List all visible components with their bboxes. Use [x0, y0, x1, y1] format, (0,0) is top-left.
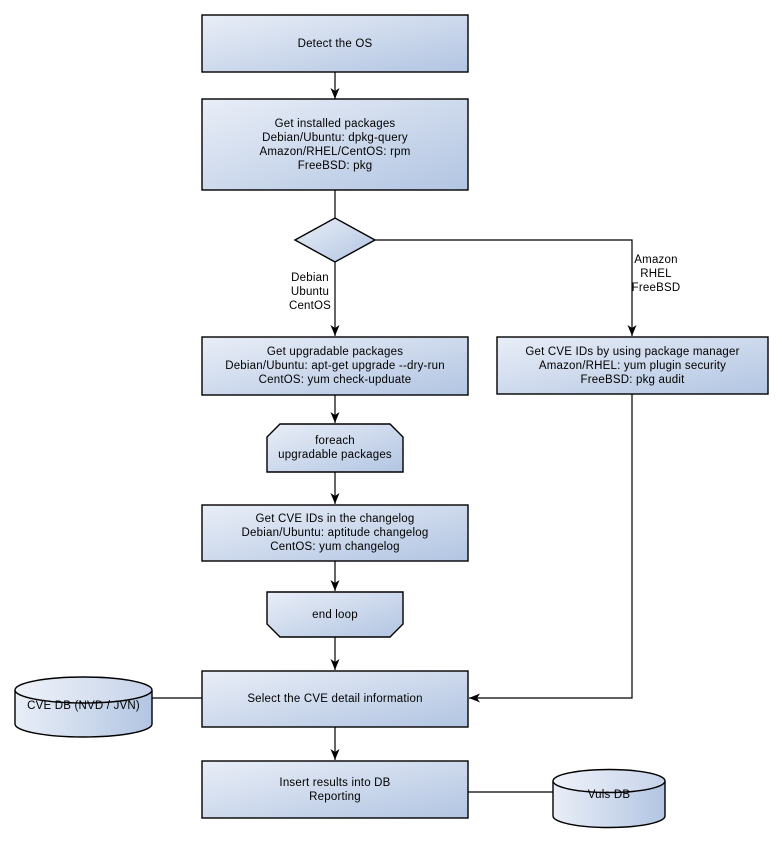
- os-decision-diamond: [293, 217, 377, 263]
- end-loop-node: [266, 591, 404, 638]
- get-cve-ids-changelog-node: [201, 504, 469, 562]
- get-installed-packages-node: [201, 98, 469, 191]
- edge-package-manager-to-select: [469, 394, 633, 703]
- foreach-loop-start-node: [266, 423, 404, 473]
- detect-os-node: [201, 14, 469, 73]
- select-cve-detail-node: [201, 670, 469, 728]
- edge-decision-to-package-manager: [375, 239, 637, 336]
- vuls-db-cylinder-top: [552, 768, 666, 794]
- cve-db-cylinder-top: [14, 676, 153, 704]
- get-upgradable-packages-node: [201, 336, 469, 396]
- insert-results-reporting-node: [201, 760, 469, 819]
- vuls-db-cylinder-body: [552, 781, 666, 829]
- get-cve-ids-package-manager-node: [496, 336, 769, 395]
